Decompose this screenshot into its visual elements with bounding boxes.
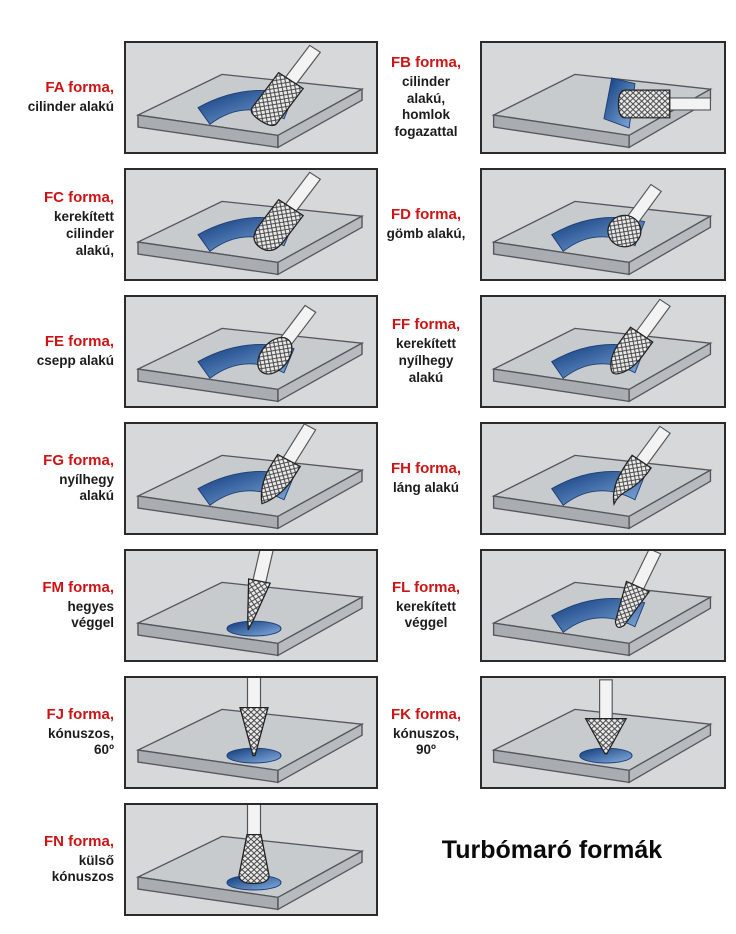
shape-description: kónuszos, 90º <box>392 725 459 758</box>
shape-description: cilinder alakú <box>27 98 114 114</box>
label-block-fa: FA forma, cilinder alakú <box>8 79 124 116</box>
burr-scene-icon <box>126 297 376 406</box>
label-block-fl: FL forma, kerekített véggel <box>378 579 480 633</box>
illustration-fg <box>124 422 378 535</box>
burr-scene-icon <box>126 43 376 152</box>
burr-scene-icon <box>482 170 724 279</box>
label-block-fj: FJ forma, kónuszos, 60º <box>8 706 124 760</box>
illustration-ff <box>480 295 726 408</box>
shape-code: FL forma, <box>391 578 461 596</box>
shape-code: FA forma, <box>45 79 114 97</box>
burr-scene-icon <box>482 424 724 533</box>
label-block-fc: FC forma, kerekített cilinder alakú, <box>8 189 124 259</box>
shape-description: csepp alakú <box>36 352 114 368</box>
shape-code: FH forma, <box>390 460 461 478</box>
shape-description: kerekített cilinder alakú, <box>53 209 114 258</box>
burr-scene-icon <box>126 678 376 787</box>
shape-code: FD forma, <box>390 206 461 224</box>
shape-description: hegyes véggel <box>67 598 114 631</box>
shape-description: kerekített véggel <box>395 598 457 631</box>
illustration-fa <box>124 41 378 154</box>
shape-description: nyílhegy alakú <box>59 471 114 504</box>
burr-scene-icon <box>482 43 724 152</box>
shape-description: kerekített nyílhegy alakú <box>395 336 457 385</box>
label-block-fe: FE forma, csepp alakú <box>8 333 124 370</box>
illustration-fd <box>480 168 726 281</box>
burr-scene-icon <box>482 297 724 406</box>
illustration-fk <box>480 676 726 789</box>
diagram-grid: FA forma, cilinder alakú FB forma, cilin… <box>8 34 730 923</box>
shape-code: FJ forma, <box>46 705 114 723</box>
illustration-fj <box>124 676 378 789</box>
burr-scene-icon <box>482 678 724 787</box>
page-title: Turbómaró formák <box>441 836 663 864</box>
illustration-fl <box>480 549 726 662</box>
illustration-fm <box>124 549 378 662</box>
burr-scene-icon <box>126 805 376 914</box>
label-block-fg: FG forma, nyílhegy alakú <box>8 452 124 506</box>
illustration-fb <box>480 41 726 154</box>
shape-code: FB forma, <box>390 53 461 71</box>
burr-scene-icon <box>126 170 376 279</box>
shape-code: FM forma, <box>42 578 114 596</box>
burr-scene-icon <box>126 551 376 660</box>
label-block-fn: FN forma, külső kónuszos <box>8 833 124 887</box>
shape-code: FC forma, <box>43 189 114 207</box>
shape-code: FN forma, <box>43 832 114 850</box>
label-block-ff: FF forma, kerekített nyílhegy alakú <box>378 316 480 386</box>
label-block-fd: FD forma, gömb alakú, <box>378 206 480 243</box>
shape-code: FG forma, <box>43 451 114 469</box>
shape-description: gömb alakú, <box>386 225 466 241</box>
illustration-fh <box>480 422 726 535</box>
shape-description: külső kónuszos <box>51 852 114 885</box>
label-block-fk: FK forma, kónuszos, 90º <box>378 706 480 760</box>
shape-description: láng alakú <box>392 479 460 495</box>
illustration-fn <box>124 803 378 916</box>
shape-description: kónuszos, 60º <box>47 725 114 758</box>
shape-description: cilinder alakú, homlok fogazattal <box>394 73 458 140</box>
label-block-fh: FH forma, láng alakú <box>378 460 480 497</box>
burr-scene-icon <box>126 424 376 533</box>
shape-code: FK forma, <box>390 705 461 723</box>
illustration-fc <box>124 168 378 281</box>
label-block-fb: FB forma, cilinder alakú, homlok fogazat… <box>378 54 480 141</box>
burr-scene-icon <box>482 551 724 660</box>
label-block-fm: FM forma, hegyes véggel <box>8 579 124 633</box>
shape-code: FF forma, <box>391 316 461 334</box>
shape-code: FE forma, <box>44 333 114 351</box>
illustration-fe <box>124 295 378 408</box>
